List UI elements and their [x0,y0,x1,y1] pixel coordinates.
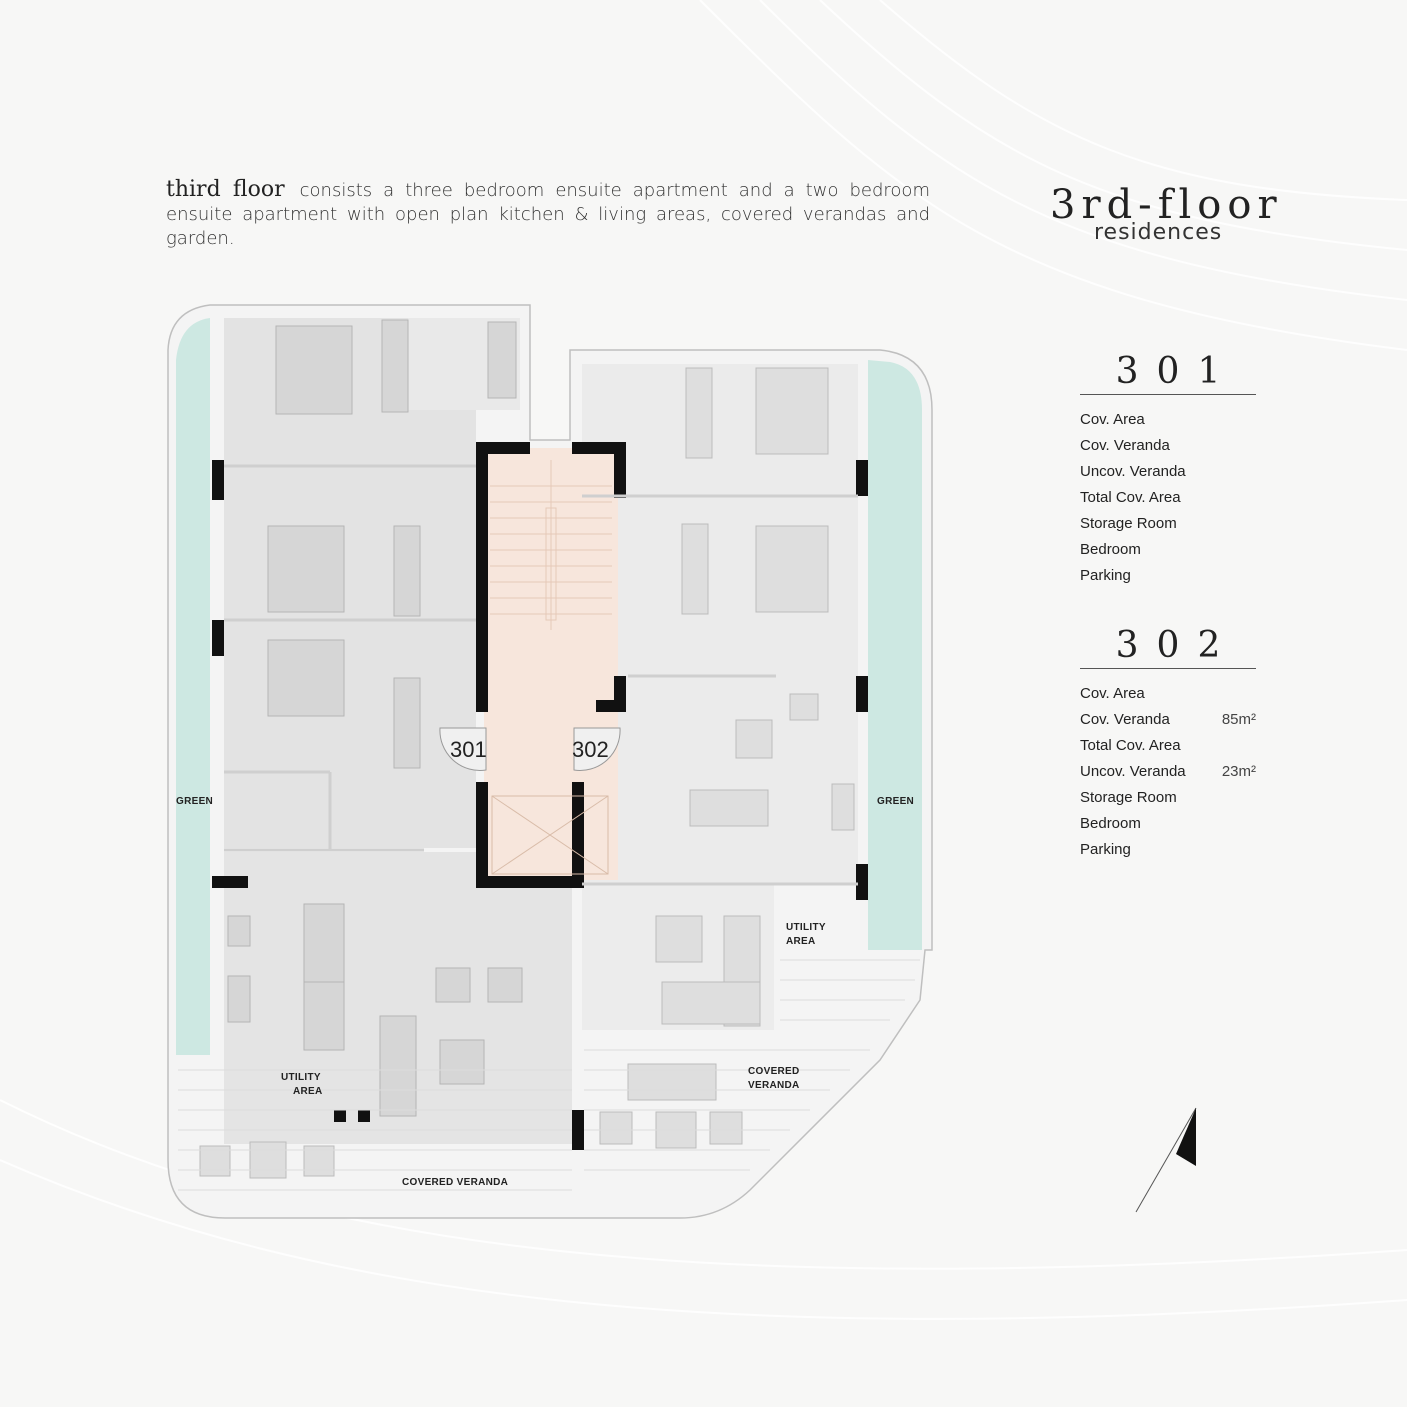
row-label: Storage Room [1080,515,1177,532]
green-left-label: GREEN [176,796,213,807]
unit-302-row: Storage Room [1080,785,1256,811]
floor-title-main: 3rd-floor [1050,182,1283,228]
row-label: Uncov. Veranda [1080,763,1186,780]
unit-302-row: Cov. Area [1080,681,1256,707]
row-value: 85m² [1221,711,1256,728]
floor-title-sub: residences [1094,220,1223,245]
lift-shaft [491,795,609,875]
veranda-decking [178,959,920,1191]
unit-301-row: Storage Room [1080,511,1256,537]
row-value: 23m² [1221,763,1256,780]
furniture-301 [227,319,523,1117]
unit-301-row: Total Cov. Area [1080,485,1256,511]
unit-302-table: 302 Cov. Area Cov. Veranda 85m² Total Cov… [1080,624,1256,863]
row-label: Cov. Veranda [1080,711,1170,728]
intro-paragraph: third floor consists a three bedroom ens… [166,178,930,251]
unit-301-number: 301 [1080,350,1256,395]
utility-right-label-1: UTILITY [786,922,826,933]
unit-301-row: Bedroom [1080,537,1256,563]
unit-302-label: 302 [572,737,609,762]
veranda-left-label: COVERED VERANDA [402,1177,508,1188]
row-label: Uncov. Veranda [1080,463,1186,480]
row-label: Parking [1080,841,1131,858]
intro-text: consists a three bedroom ensuite apartme… [166,180,930,249]
unit-301-row: Uncov. Veranda [1080,459,1256,485]
unit-302-number: 302 [1080,624,1256,669]
unit-302-row: Total Cov. Area [1080,733,1256,759]
row-label: Total Cov. Area [1080,737,1181,754]
unit-302-row: Uncov. Veranda 23m² [1080,759,1256,785]
north-arrow-icon [1135,1107,1197,1213]
unit-301-row: Cov. Area [1080,407,1256,433]
partitions [224,464,858,886]
veranda-right-label-1: COVERED [748,1066,800,1077]
unit-302-row: Cov. Veranda 85m² [1080,707,1256,733]
utility-right-label-2: AREA [786,936,816,947]
row-label: Cov. Area [1080,411,1145,428]
veranda-right-label-2: VERANDA [748,1080,800,1091]
staircase [490,460,612,630]
green-left [176,318,210,1055]
unit-301-label: 301 [450,737,487,762]
row-label: Parking [1080,567,1131,584]
unit-301-row: Cov. Veranda [1080,433,1256,459]
utility-left-label-1: UTILITY [281,1072,321,1083]
row-label: Total Cov. Area [1080,489,1181,506]
door-arc-302 [573,727,621,771]
unit-302-row: Parking [1080,837,1256,863]
structural-walls [212,442,868,1150]
unit-301-table: 301 Cov. Area Cov. Veranda Uncov. Verand… [1080,350,1256,589]
floor-title: 3rd-floor residences [1050,182,1290,245]
row-label: Cov. Area [1080,685,1145,702]
row-label: Cov. Veranda [1080,437,1170,454]
unit-301-row: Parking [1080,563,1256,589]
unit-302-row: Bedroom [1080,811,1256,837]
door-arc-301 [439,727,487,771]
intro-lead: third floor [166,177,285,202]
green-right-label: GREEN [877,796,914,807]
row-label: Bedroom [1080,541,1141,558]
row-label: Storage Room [1080,789,1177,806]
green-right [868,360,922,950]
row-label: Bedroom [1080,815,1141,832]
utility-left-label-2: AREA [293,1086,323,1097]
